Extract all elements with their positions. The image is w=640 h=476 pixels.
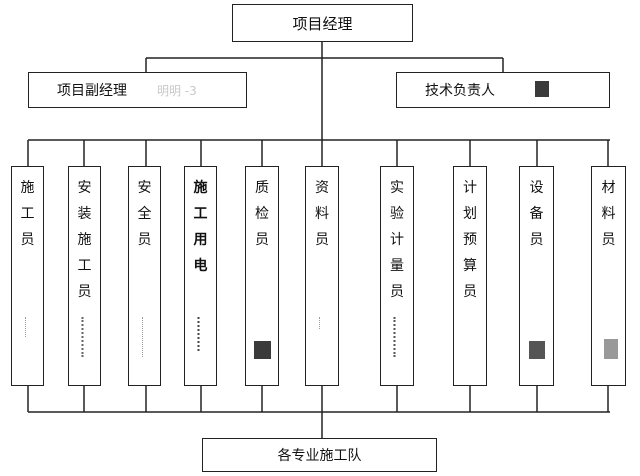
char: 计 [390, 232, 404, 248]
char: 员 [463, 284, 477, 300]
char: 安 [137, 180, 152, 196]
staff-box-budget: 计 划 预 算 员 [453, 166, 487, 386]
staff-box-lab: 实 验 计 量 员 [380, 166, 414, 386]
char: 施 [193, 180, 208, 196]
project-manager-label: 项目经理 [292, 14, 353, 33]
char: 员 [601, 232, 616, 248]
redaction-mark [254, 341, 271, 359]
redaction-mark [535, 81, 549, 97]
char: 划 [463, 206, 477, 222]
char: 计 [463, 180, 477, 196]
char: 员 [315, 232, 329, 248]
char: 资 [315, 180, 329, 196]
char: 用 [193, 232, 208, 248]
redaction-mark [529, 341, 545, 359]
char: 设 [529, 180, 544, 196]
char: 工 [77, 258, 92, 274]
char: 质 [255, 180, 269, 196]
staff-box-install: 安 装 施 工 员 [68, 166, 101, 386]
redaction-mark [319, 317, 325, 329]
staff-box-document: 资 料 员 [305, 166, 339, 386]
deputy-manager-box: 项目副经理 明明 -3 [28, 72, 247, 108]
project-manager-box: 项目经理 [232, 4, 413, 42]
redaction-mark [141, 317, 148, 357]
redaction-mark [81, 317, 88, 357]
construction-teams-box: 各专业施工队 [202, 438, 437, 472]
char: 料 [315, 206, 329, 222]
char: 材 [601, 180, 616, 196]
char: 料 [601, 206, 616, 222]
char: 安 [77, 180, 92, 196]
char: 预 [463, 232, 477, 248]
redaction-mark [604, 339, 618, 359]
char: 算 [463, 258, 477, 274]
char: 工 [193, 206, 208, 222]
char: 全 [137, 206, 152, 222]
char: 施 [77, 232, 92, 248]
char: 员 [20, 232, 35, 248]
char: 员 [137, 232, 152, 248]
construction-teams-label: 各专业施工队 [277, 448, 362, 464]
char: 员 [255, 232, 269, 248]
char: 量 [390, 258, 404, 274]
redaction-mark [197, 317, 204, 351]
char: 员 [77, 284, 92, 300]
char: 备 [529, 206, 544, 222]
staff-box-safety: 安 全 员 [128, 166, 161, 386]
char: 验 [390, 206, 404, 222]
char: 实 [390, 180, 404, 196]
staff-box-material: 材 料 员 [591, 166, 626, 386]
tech-lead-box: 技术负责人 [396, 72, 610, 108]
deputy-smudge: 明明 -3 [157, 83, 197, 98]
redaction-mark [393, 317, 401, 357]
char: 员 [529, 232, 544, 248]
redaction-mark [24, 317, 31, 337]
staff-box-electric: 施 工 用 电 [184, 166, 217, 386]
staff-box-construction: 施 工 员 [11, 166, 44, 386]
char: 检 [255, 206, 269, 222]
staff-box-quality: 质 检 员 [245, 166, 279, 386]
char: 装 [77, 206, 92, 222]
char: 电 [193, 258, 208, 274]
char: 施 [20, 180, 35, 196]
tech-lead-label: 技术负责人 [425, 83, 495, 99]
char: 员 [390, 284, 404, 300]
char: 工 [20, 206, 35, 222]
staff-box-equipment: 设 备 员 [519, 166, 554, 386]
deputy-manager-label: 项目副经理 [57, 83, 127, 99]
